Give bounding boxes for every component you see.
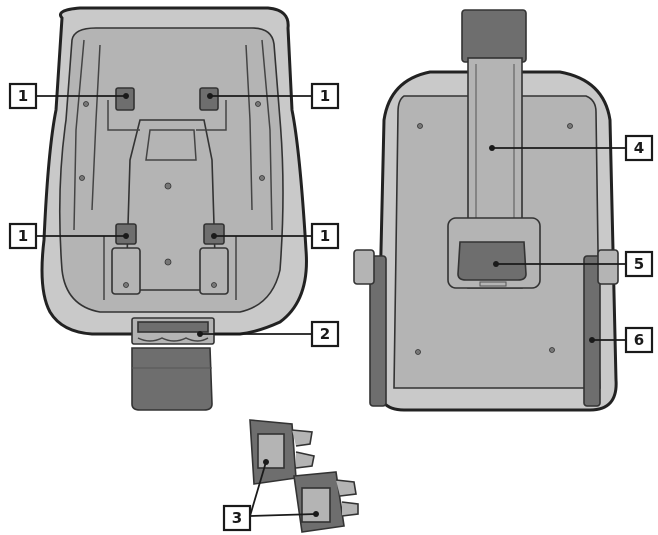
callout-belt-strap: 4: [489, 134, 654, 162]
connector-guide-upper: [249, 419, 315, 485]
callout-isofix-top-right: 1: [207, 82, 340, 110]
callout-label: 1: [18, 87, 28, 105]
callout-label: 5: [634, 255, 644, 273]
callout-connector-guides: 3: [222, 459, 319, 532]
callout-label: 1: [320, 87, 330, 105]
side-rail-left: [369, 255, 387, 407]
callout-label: 2: [320, 325, 330, 343]
callout-isofix-mid-left: 1: [8, 222, 129, 250]
connector-guide-lower: [293, 471, 359, 533]
callout-label: 1: [320, 227, 330, 245]
belt-strap-tab: [461, 9, 527, 63]
callout-label: 6: [634, 331, 644, 349]
callout-side-rail: 6: [589, 326, 654, 354]
support-leg-stub: [131, 347, 213, 411]
callout-isofix-mid-right: 1: [211, 222, 340, 250]
base-top-view: [40, 6, 308, 411]
isofix-connector-guides: [249, 419, 359, 533]
strap-buckle: [457, 241, 527, 281]
side-rail-right: [583, 255, 601, 407]
base-bottom-view: [353, 9, 619, 412]
callout-strap-buckle: 5: [493, 250, 654, 278]
callout-label: 1: [18, 227, 28, 245]
callout-isofix-top-left: 1: [8, 82, 129, 110]
callout-label: 4: [634, 139, 644, 157]
isofix-connector-top-right: [199, 87, 219, 111]
isofix-connector-top-left: [115, 87, 135, 111]
callout-front-handle: 2: [197, 320, 340, 348]
callout-label: 3: [232, 509, 242, 527]
